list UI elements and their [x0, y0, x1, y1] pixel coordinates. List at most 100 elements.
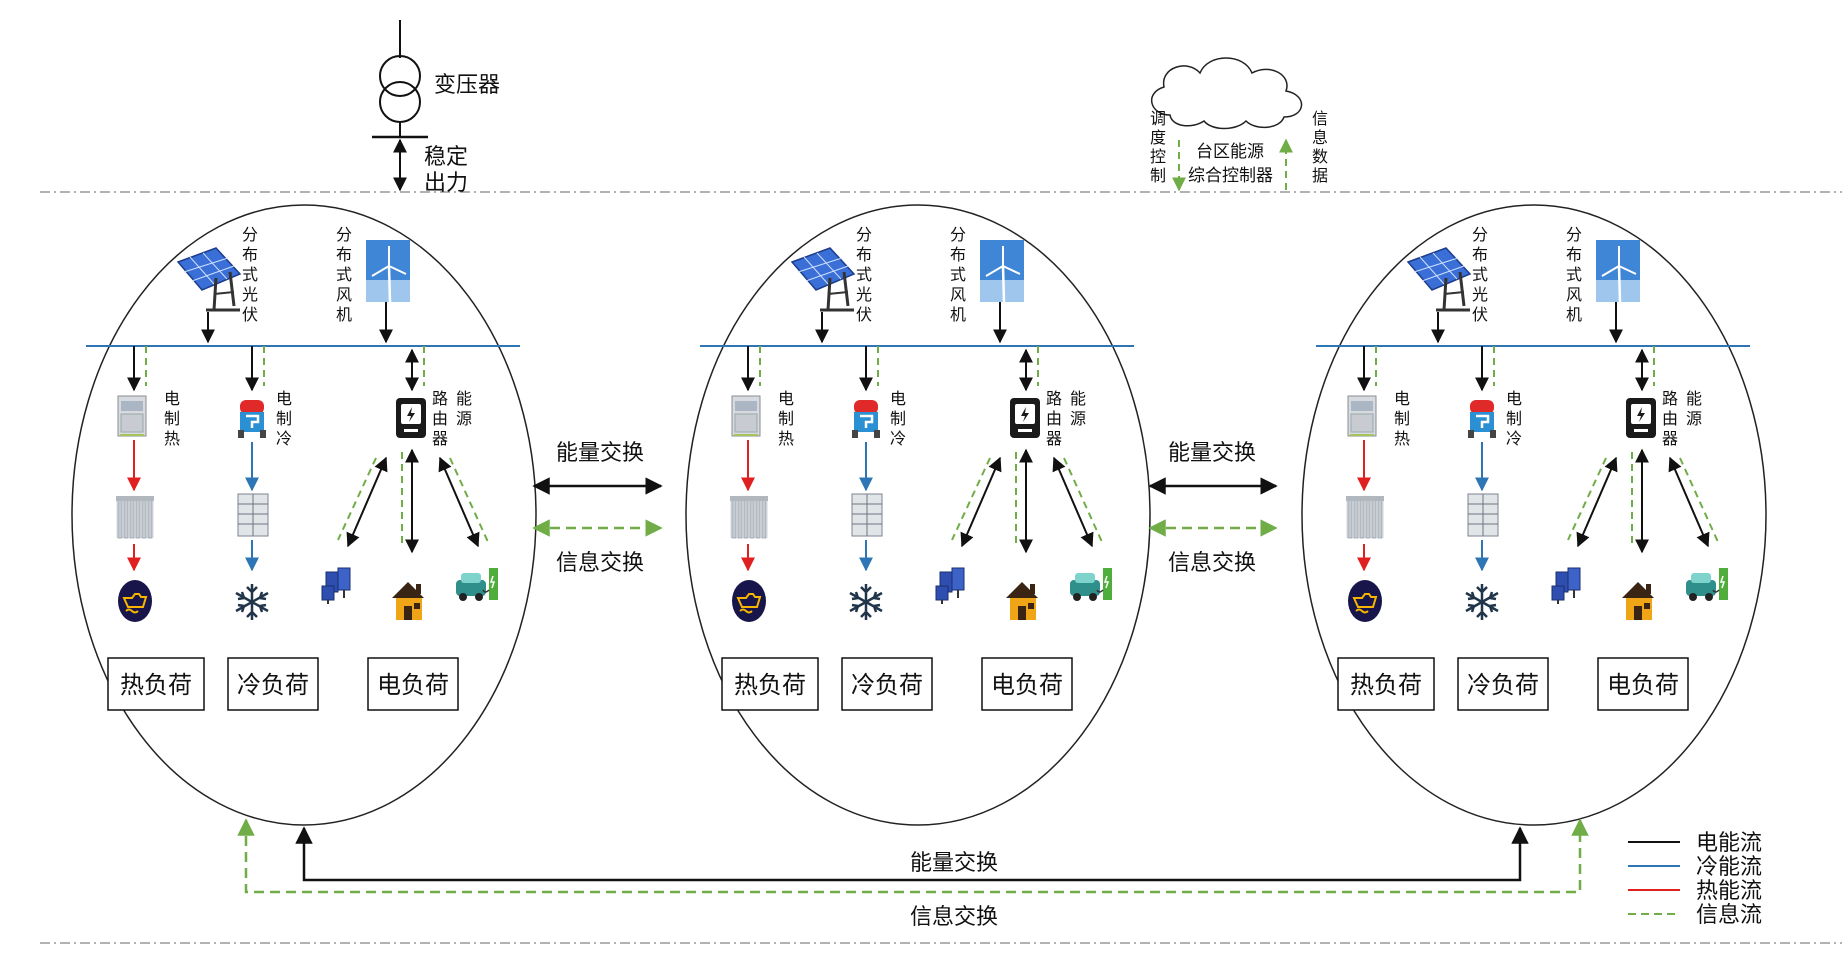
svg-text:电: 电 — [1394, 389, 1410, 408]
svg-text:冷负荷: 冷负荷 — [237, 671, 309, 699]
svg-text:电: 电 — [1506, 389, 1522, 408]
svg-text:热能流: 热能流 — [1696, 879, 1762, 904]
electric-heater-icon — [117, 395, 147, 437]
svg-text:由: 由 — [432, 409, 448, 428]
svg-text:电负荷: 电负荷 — [991, 671, 1063, 699]
svg-text:路: 路 — [1046, 389, 1062, 408]
svg-text:布: 布 — [1566, 245, 1582, 264]
router-appliance-info — [1567, 457, 1607, 541]
svg-text:电: 电 — [890, 389, 906, 408]
svg-text:能: 能 — [1686, 389, 1702, 408]
svg-text:机: 机 — [1566, 305, 1582, 324]
energy-exchange-label: 能量交换 — [1168, 441, 1256, 466]
cabinet-icon — [851, 493, 883, 537]
svg-text:热负荷: 热负荷 — [734, 671, 806, 699]
solar-panel-icon — [790, 246, 856, 312]
energy-router-icon — [1626, 398, 1656, 438]
energy-label: 能源 — [456, 389, 472, 428]
svg-text:路: 路 — [1662, 389, 1678, 408]
svg-text:伏: 伏 — [856, 305, 872, 324]
solar-panel-icon — [176, 246, 242, 312]
svg-text:制: 制 — [1150, 166, 1166, 185]
transformer-icon — [379, 55, 421, 123]
svg-text:热: 热 — [1394, 429, 1410, 448]
svg-text:分: 分 — [1472, 225, 1488, 244]
svg-text:式: 式 — [1472, 265, 1488, 284]
svg-text:源: 源 — [1070, 409, 1086, 428]
long-energy-exchange-label: 能量交换 — [910, 851, 998, 876]
legend-item: 冷能流 — [1628, 855, 1762, 880]
router-to-ev-arrow — [438, 456, 480, 548]
long-energy-exchange-arrow — [295, 826, 1529, 882]
info-exchange-label: 信息交换 — [556, 551, 644, 576]
svg-text:布: 布 — [242, 245, 258, 264]
svg-text:控: 控 — [1150, 147, 1166, 166]
cold-load-box: 冷负荷 — [1457, 657, 1549, 711]
svg-text:式: 式 — [1566, 265, 1582, 284]
controller-label-2: 综合控制器 — [1188, 166, 1273, 186]
svg-text:分: 分 — [950, 225, 966, 244]
svg-text:分: 分 — [856, 225, 872, 244]
router-ev-info — [449, 457, 489, 543]
svg-text:机: 机 — [336, 305, 352, 324]
router-appliance-info — [337, 457, 377, 541]
svg-text:式: 式 — [950, 265, 966, 284]
legend-item: 信息流 — [1628, 903, 1762, 928]
legend-item: 电能流 — [1628, 831, 1762, 856]
svg-text:冷: 冷 — [890, 429, 906, 448]
svg-text:信息流: 信息流 — [1696, 903, 1762, 928]
appliance-icon — [935, 567, 965, 605]
svg-text:光: 光 — [1472, 285, 1488, 304]
electric-heater-icon — [731, 395, 761, 437]
zone-1: 分布式光伏分布式风机电制热电制冷路由器能源热负荷冷负荷电负荷 — [71, 204, 537, 826]
svg-text:制: 制 — [276, 409, 292, 428]
router-to-ev-arrow — [1052, 456, 1094, 548]
house-icon — [1006, 582, 1038, 620]
electric-cooling-label: 电制冷 — [1506, 389, 1522, 448]
long-info-exchange-arrow — [237, 818, 1589, 894]
svg-text:冷: 冷 — [1506, 429, 1522, 448]
svg-text:光: 光 — [856, 285, 872, 304]
svg-text:由: 由 — [1046, 409, 1062, 428]
router-label: 路由器 — [1662, 389, 1678, 448]
ev-charger-icon — [1685, 567, 1729, 602]
snowflake-icon — [1464, 582, 1500, 622]
exchange-zone1-zone3: 能量交换 信息交换 — [237, 818, 1589, 930]
svg-text:布: 布 — [856, 245, 872, 264]
router-label: 路由器 — [432, 389, 448, 448]
snowflake-icon — [234, 582, 270, 622]
stable-output-label-1: 稳定 — [424, 145, 468, 170]
house-icon — [392, 582, 424, 620]
svg-text:风: 风 — [336, 285, 352, 304]
svg-text:式: 式 — [856, 265, 872, 284]
svg-text:源: 源 — [1686, 409, 1702, 428]
dispatch-control-label: 调 度 控 制 — [1150, 109, 1166, 185]
electric-chiller-icon — [850, 398, 882, 440]
cabinet-icon — [1467, 493, 1499, 537]
radiator-icon — [115, 495, 155, 539]
svg-text:器: 器 — [1662, 429, 1678, 448]
svg-text:调: 调 — [1150, 109, 1166, 128]
svg-text:电: 电 — [276, 389, 292, 408]
heat-load-box: 热负荷 — [107, 657, 205, 711]
svg-text:制: 制 — [164, 409, 180, 428]
svg-text:分: 分 — [242, 225, 258, 244]
svg-text:式: 式 — [336, 265, 352, 284]
legend-item: 热能流 — [1628, 879, 1762, 904]
svg-text:热: 热 — [164, 429, 180, 448]
heat-load-box: 热负荷 — [721, 657, 819, 711]
router-ev-info — [1063, 457, 1103, 543]
snowflake-icon — [848, 582, 884, 622]
appliance-icon — [321, 567, 351, 605]
long-info-exchange-label: 信息交换 — [910, 905, 998, 930]
svg-text:冷负荷: 冷负荷 — [851, 671, 923, 699]
svg-text:热负荷: 热负荷 — [1350, 671, 1422, 699]
electric-chiller-icon — [1466, 398, 1498, 440]
svg-text:分: 分 — [1566, 225, 1582, 244]
